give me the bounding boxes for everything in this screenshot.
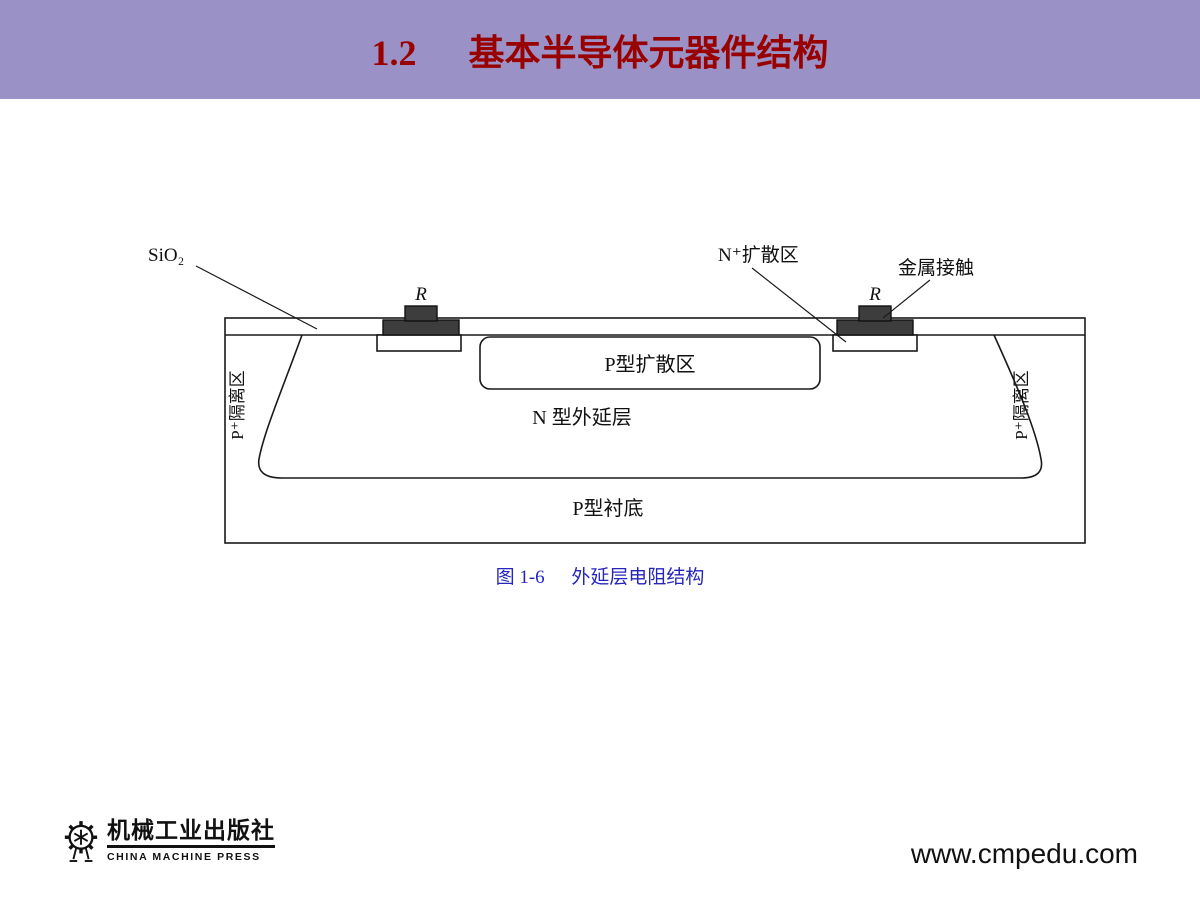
- contact-window-right: [832, 334, 918, 352]
- publisher-name-en: CHINA MACHINE PRESS: [107, 851, 261, 864]
- publisher-name-cn: 机械工业出版社: [107, 818, 275, 849]
- p-substrate-label: P型衬底: [572, 497, 643, 520]
- figure-number: 图 1-6: [495, 567, 545, 588]
- substrate-boundary-curve: [257, 334, 1043, 479]
- publisher-url: www.cmpedu.com: [910, 838, 1138, 869]
- metal-bump-left: [404, 305, 438, 322]
- metal-bar-left: [382, 319, 460, 336]
- metal-contact-right: [836, 305, 914, 336]
- metal-bump-right: [858, 305, 892, 322]
- publisher-name-block: 机械工业出版社 CHINA MACHINE PRESS: [107, 818, 275, 863]
- sio2-label: SiO₂: [148, 245, 184, 266]
- device-outline: [224, 317, 1086, 544]
- sio2-leader-line: [195, 265, 318, 330]
- resistor-label-left: R: [414, 284, 427, 305]
- semiconductor-structure-diagram: P型扩散区 N 型外延层 P型衬底 P⁺隔离区 P⁺隔离区 R R SiO₂ N…: [148, 244, 1086, 544]
- slide-header-band: 1.2 基本半导体元器件结构: [0, 0, 1200, 99]
- publisher-logo: 机械工业出版社 CHINA MACHINE PRESS: [62, 818, 275, 866]
- metal-contact-label: 金属接触: [898, 257, 974, 279]
- section-number: 1.2: [371, 32, 417, 73]
- figure-title: 外延层电阻结构: [571, 567, 705, 588]
- metal-bar-right: [836, 319, 914, 336]
- p-diffusion-outline: [479, 336, 821, 390]
- gear-logo-icon: [64, 821, 98, 862]
- n-plus-label: N⁺扩散区: [718, 244, 799, 266]
- contact-window-left: [376, 334, 462, 352]
- p-diffusion-label: P型扩散区: [604, 353, 695, 376]
- metal-contact-left: [382, 305, 460, 336]
- page-title: 1.2 基本半导体元器件结构: [371, 24, 828, 76]
- n-plus-leader-line: [751, 267, 847, 343]
- figure-caption: 图 1-6 外延层电阻结构: [0, 562, 1200, 589]
- p-isolation-left-label: P⁺隔离区: [228, 370, 247, 439]
- n-epitaxial-label: N 型外延层: [532, 406, 631, 429]
- section-title: 基本半导体元器件结构: [468, 32, 829, 73]
- figure-area: P型扩散区 N 型外延层 P型衬底 P⁺隔离区 P⁺隔离区 R R SiO₂ N…: [130, 228, 1100, 578]
- resistor-label-right: R: [868, 284, 881, 305]
- metal-contact-leader-line: [882, 279, 931, 319]
- p-isolation-right-label: P⁺隔离区: [1012, 370, 1031, 439]
